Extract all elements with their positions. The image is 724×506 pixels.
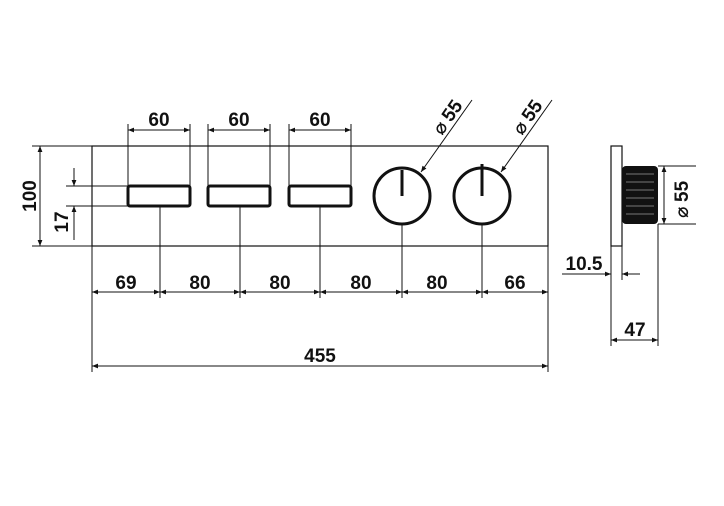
knob-1 [372, 166, 432, 226]
knob-diameter-dimensions: ⌀ 55 ⌀ 55 [420, 96, 553, 173]
button-width-label-2: 60 [228, 110, 249, 131]
spacing-label-5: 80 [426, 273, 447, 294]
plate-thickness-label: 10.5 [566, 254, 603, 275]
side-diameter-label: 55 [672, 180, 693, 202]
height-label: 100 [20, 180, 41, 212]
plate-thickness-dimension: 10.5 [562, 246, 640, 346]
knob-2 [452, 164, 512, 226]
spacing-label-4: 80 [350, 273, 371, 294]
spacing-label-3: 80 [269, 273, 290, 294]
side-knob-body [622, 166, 658, 224]
spacing-label-2: 80 [189, 273, 210, 294]
front-view: 60 60 60 ⌀ 55 ⌀ 55 [20, 96, 553, 372]
spacing-dimensions: 69 80 80 80 80 66 [91, 206, 549, 372]
button-height-dimension: 17 [52, 168, 128, 240]
side-plate [610, 145, 623, 247]
spacing-label-1: 69 [115, 273, 136, 294]
button-height-label: 17 [52, 211, 73, 232]
button-2 [206, 184, 272, 208]
knob-2-diameter-label: 55 [518, 96, 548, 126]
button-1 [126, 184, 192, 208]
side-view: ⌀ 55 10.5 47 [562, 145, 696, 346]
total-width-label: 455 [304, 346, 336, 367]
side-knob-diameter-dimension: ⌀ 55 [658, 165, 696, 225]
knob-1-diameter-label: 55 [438, 96, 468, 126]
height-dimension: 100 [20, 145, 92, 247]
total-width-dimension: 455 [92, 346, 548, 369]
spacing-label-6: 66 [504, 273, 525, 294]
button-3 [287, 184, 353, 208]
side-diameter-symbol: ⌀ [672, 207, 693, 218]
button-width-dimensions: 60 60 60 [127, 110, 352, 186]
total-depth-dimension: 47 [611, 224, 659, 346]
button-width-label-3: 60 [309, 110, 330, 131]
button-width-label-1: 60 [148, 110, 169, 131]
total-depth-label: 47 [624, 320, 645, 341]
